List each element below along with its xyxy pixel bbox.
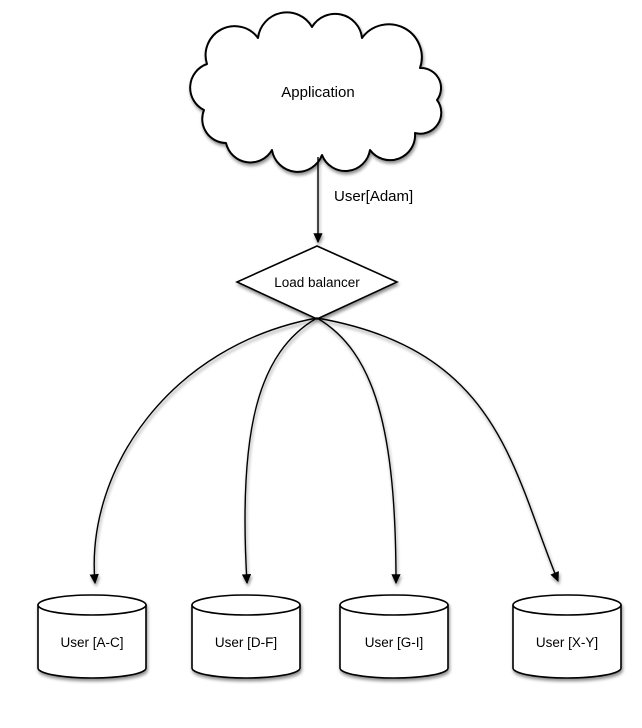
edge-loadbalancer-to-shard-3 (316, 317, 401, 585)
load-balancer-label: Load balancer (274, 275, 360, 290)
shard-node-4 (512, 594, 622, 679)
cylinder-body (339, 605, 449, 679)
edge-loadbalancer-to-shard-1 (89, 317, 318, 585)
cylinder-top (37, 594, 147, 616)
edge-loadbalancer-to-shard-4 (316, 317, 559, 583)
load-balancer-diamond-shape (235, 245, 399, 320)
cylinder-top (339, 594, 449, 616)
shard-node-2 (191, 594, 301, 679)
cylinder-top (512, 594, 622, 616)
request-edge-label: User[Adam] (334, 188, 413, 205)
shard-node-1 (37, 594, 147, 679)
shard-label-4: User [X-Y] (536, 635, 598, 650)
cylinder-body (37, 605, 147, 679)
cylinder-body (512, 605, 622, 679)
application-cloud-shape (189, 11, 443, 173)
shard-label-2: User [D-F] (215, 635, 277, 650)
shard-node-3 (339, 594, 449, 679)
shard-label-1: User [A-C] (60, 635, 123, 650)
application-label: Application (281, 84, 354, 101)
shard-label-3: User [G-I] (365, 635, 424, 650)
cylinder-top (191, 594, 301, 616)
cylinder-body (191, 605, 301, 679)
edge-loadbalancer-to-shard-2 (241, 317, 318, 585)
